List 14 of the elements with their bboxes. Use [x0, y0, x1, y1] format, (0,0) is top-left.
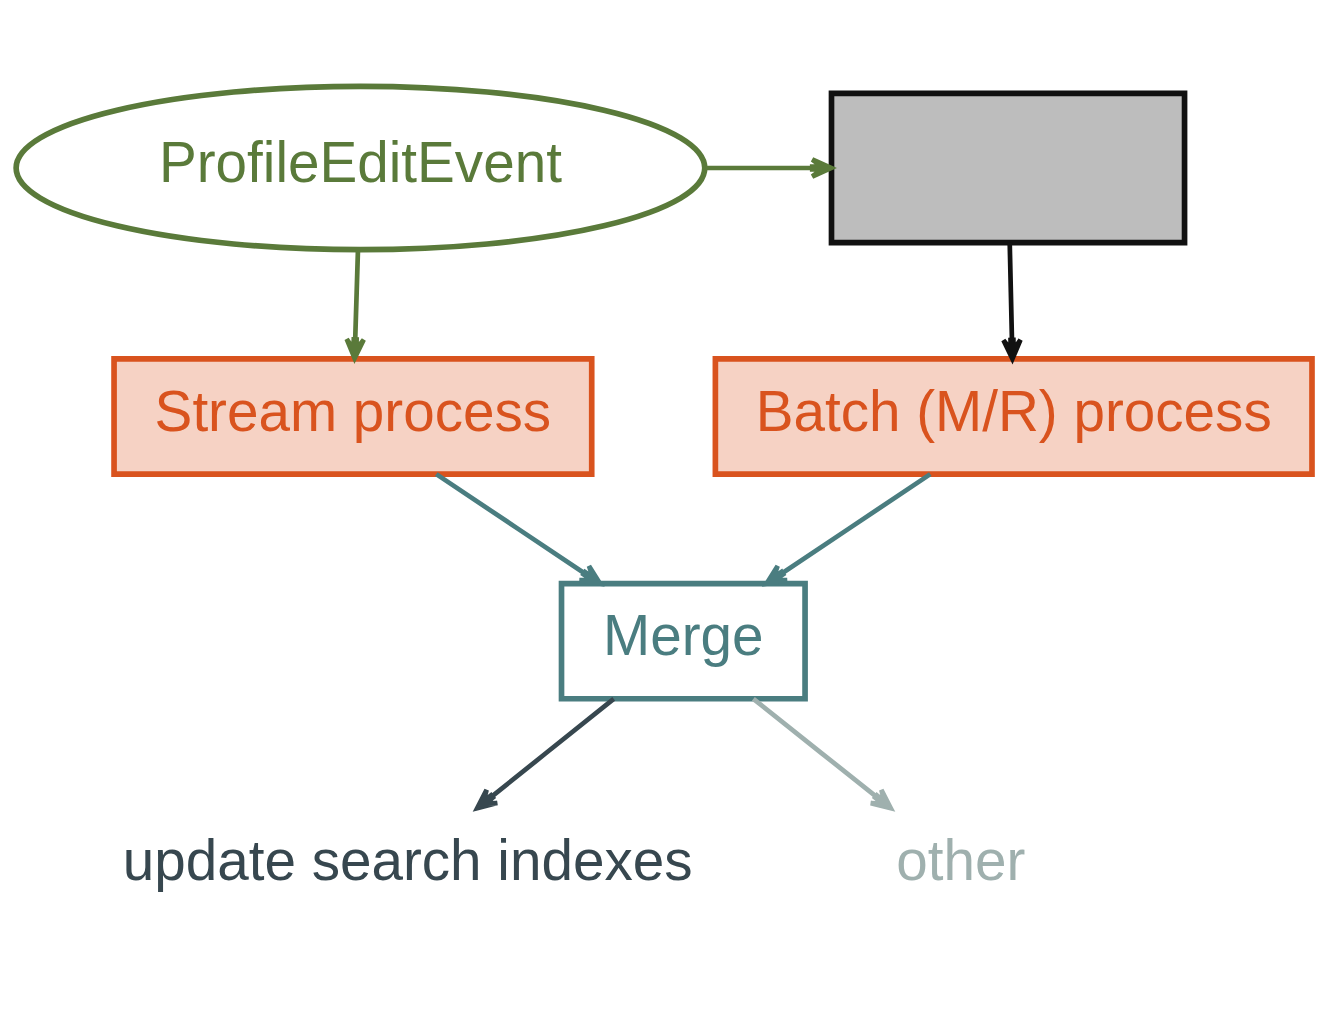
node-box: Stream process [111, 356, 595, 477]
arrow [344, 249, 367, 361]
node-box [828, 90, 1188, 246]
arrow [1001, 242, 1023, 362]
node-ellipse: ProfileEditEvent [13, 83, 708, 253]
arrow [705, 157, 834, 179]
node-text: other [896, 829, 1026, 893]
node-box: Merge [558, 580, 808, 702]
arrow [474, 696, 616, 811]
arrow [434, 472, 603, 586]
node-box: Batch (M/R) process [712, 356, 1315, 477]
arrow [751, 696, 894, 811]
arrow [764, 472, 932, 586]
node-text: update search indexes [122, 829, 693, 893]
